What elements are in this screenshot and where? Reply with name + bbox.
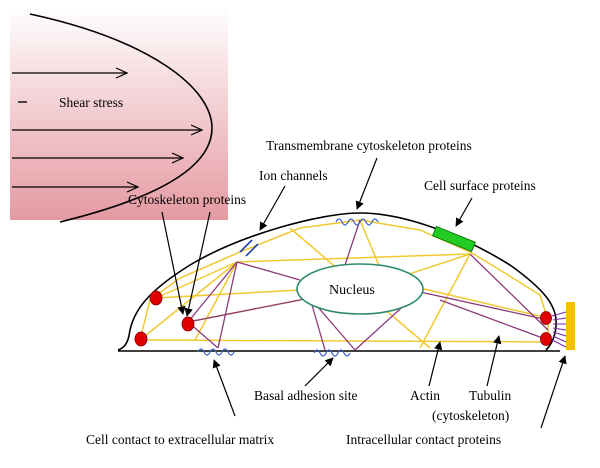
arrow-ecm-contact (212, 359, 236, 417)
arrow-cytoskeleton-2 (184, 211, 211, 317)
arrow-actin (428, 341, 443, 387)
contact-bar (566, 302, 575, 350)
arrow-tubulin (486, 335, 502, 387)
adhesion-dot (181, 316, 195, 332)
tubulin-line (187, 297, 311, 323)
actin-line (155, 289, 301, 299)
transmembrane-proteins (197, 218, 379, 357)
tubulin-line (309, 297, 326, 351)
annotation-arrows (161, 157, 567, 429)
velocity-profile-curve (29, 13, 213, 223)
nucleus (296, 263, 424, 315)
cell-membrane (117, 212, 557, 351)
ion-channels-label: Ion channels (259, 168, 328, 183)
tubulin-line (344, 219, 361, 266)
tubulin-line (236, 261, 301, 281)
nucleus-label: Nucleus (329, 283, 375, 298)
tubulin-label: Tubulin (469, 388, 512, 403)
tubulin-line (217, 261, 238, 349)
arrow-cytoskeleton-1 (161, 211, 186, 315)
actin-line (139, 339, 549, 343)
actin-line (419, 287, 549, 319)
adhesion-dot (540, 311, 552, 325)
arrow-cell-surface (455, 197, 473, 227)
shear-background (10, 6, 228, 220)
arrow-ion-channels (259, 185, 286, 231)
fringe-line (552, 335, 567, 343)
fringe-line (552, 331, 567, 337)
shear-stress-label: Shear stress (59, 95, 123, 110)
cell-surface-label: Cell surface proteins (424, 178, 536, 193)
transmembrane-squiggle-top (335, 218, 379, 226)
actin-line (236, 253, 471, 263)
adhesion-dot (540, 332, 552, 346)
shear-stress-panel: Shear stress (10, 6, 228, 223)
actin-line (155, 261, 238, 299)
tubulin-line (469, 253, 549, 331)
basal-squiggle-middle (313, 349, 351, 357)
fringe-line (552, 327, 567, 331)
transmembrane-label: Transmembrane cytoskeleton proteins (266, 138, 472, 153)
arrow-intracellular-contact (540, 355, 567, 429)
cell-surface-protein (432, 225, 476, 253)
adhesion-points (134, 290, 552, 347)
adhesion-dot (149, 290, 163, 306)
tubulin-sub-label: (cytoskeleton) (432, 408, 509, 423)
actin-line (419, 253, 471, 349)
adhesion-dot (134, 331, 148, 347)
actin-label: Actin (410, 388, 440, 403)
basal-squiggle-left (197, 348, 235, 356)
tubulin-line (439, 299, 549, 341)
actin-line (194, 261, 238, 341)
fringe-line (552, 317, 567, 321)
contact-fringe (551, 311, 567, 348)
arrow-basal-adhesion (304, 357, 334, 387)
fringe-line (551, 339, 567, 348)
actin-line (359, 219, 381, 269)
tubulin-line (419, 291, 549, 321)
basal-adhesion-label: Basal adhesion site (254, 388, 357, 403)
cytoskeleton-label: Cytoskeleton proteins (128, 192, 246, 207)
arrow-transmembrane (355, 157, 378, 210)
ion-channels (239, 239, 259, 257)
ion-channel-bar (239, 239, 253, 253)
actin-outer-trace (139, 219, 549, 342)
intracellular-contact-label: Intracellular contact proteins (346, 432, 501, 447)
fringe-line (551, 311, 567, 317)
ion-channel-bar (245, 243, 259, 257)
actin-line (139, 261, 238, 341)
tubulin-line (187, 261, 238, 323)
ecm-contact-label: Cell contact to extracellular matrix (86, 432, 274, 447)
